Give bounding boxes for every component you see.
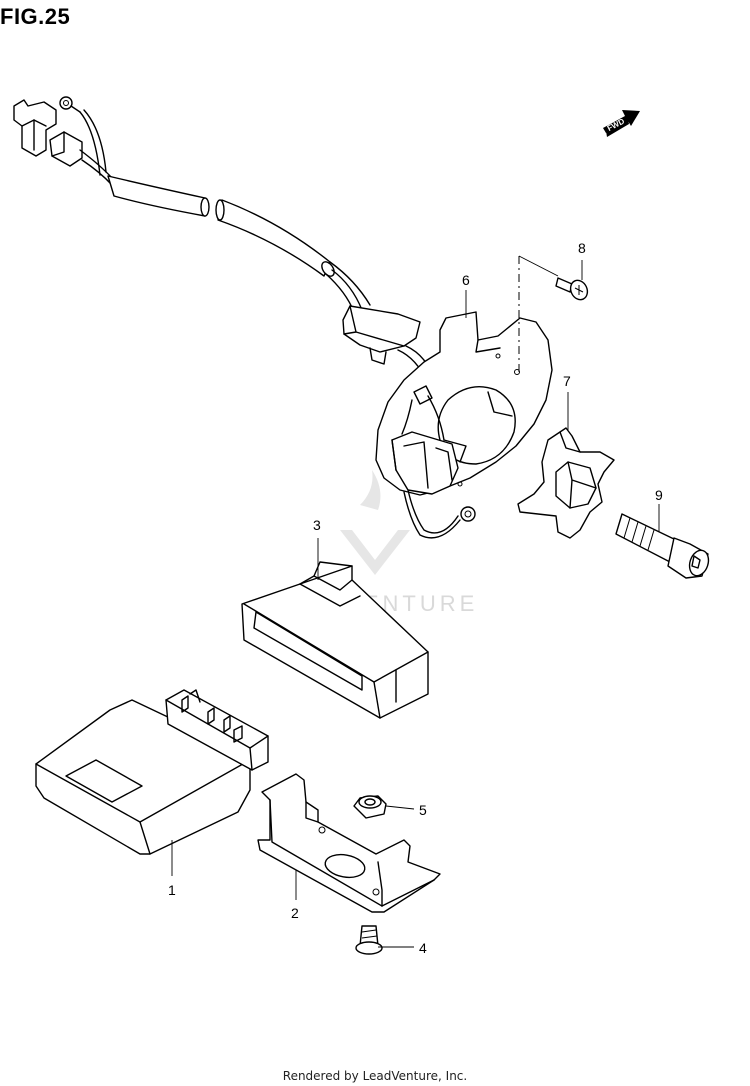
footer-credit: Rendered by LeadVenture, Inc. xyxy=(282,1069,468,1083)
fwd-arrow-icon: FWD xyxy=(603,110,640,137)
part-7-rotor xyxy=(517,427,615,539)
part-5-nut xyxy=(353,795,387,819)
watermark-logo-icon xyxy=(340,470,410,575)
part-2-bracket xyxy=(257,773,441,913)
wiring-harness xyxy=(13,96,437,391)
part-9-bolt xyxy=(615,513,710,579)
callout-7: 7 xyxy=(563,373,571,389)
callout-2: 2 xyxy=(291,905,299,921)
callout-3: 3 xyxy=(313,517,321,533)
part-3-cover xyxy=(241,561,429,719)
callout-5: 5 xyxy=(419,802,427,818)
part-8-screw xyxy=(555,277,589,301)
callout-9: 9 xyxy=(655,487,663,503)
callout-4: 4 xyxy=(419,940,427,956)
part-4-bolt xyxy=(355,925,383,955)
callout-6: 6 xyxy=(462,272,470,288)
callout-1: 1 xyxy=(168,882,176,898)
part-6-pickup-plate xyxy=(375,255,559,539)
part-1-ecu xyxy=(35,689,269,855)
leader-lines xyxy=(171,260,660,948)
callout-8: 8 xyxy=(578,240,586,256)
figure-title: FIG.25 xyxy=(0,4,71,29)
callouts: 1 2 3 4 5 6 7 8 9 xyxy=(168,240,663,956)
